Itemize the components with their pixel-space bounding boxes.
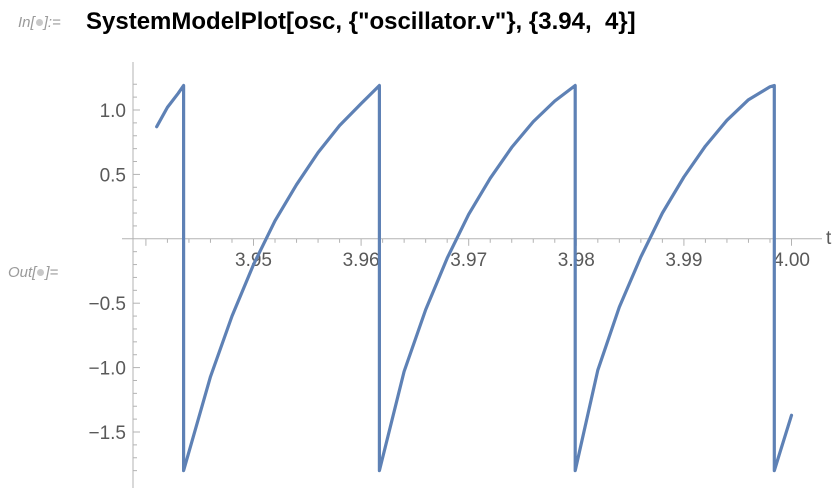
y-tick-label: −0.5 [88, 294, 126, 315]
cell-dot-icon [35, 18, 43, 26]
x-tick-label: 3.95 [235, 250, 272, 271]
y-tick-label: −1.0 [88, 359, 126, 380]
in-suffix: ]:= [43, 14, 61, 31]
y-tick-group: 1.0 0.5 −0.5 −1.0 −1.5 [88, 83, 140, 472]
y-tick-label: 0.5 [100, 165, 126, 186]
input-cell-label: In[ ]:= [18, 14, 61, 31]
out-prefix: Out[ [8, 264, 37, 281]
in-prefix: In[ [18, 14, 35, 31]
x-tick-label: 4.00 [773, 250, 810, 271]
cell-dot-icon [37, 268, 45, 276]
y-tick-label: 1.0 [100, 101, 126, 122]
series-line-oscillator-v [155, 83, 794, 473]
x-tick-label: 3.96 [343, 250, 380, 271]
x-axis-label: t [826, 228, 832, 249]
y-tick-label: −1.5 [88, 423, 126, 444]
input-code[interactable]: SystemModelPlot[osc, {"oscillator.v"}, {… [86, 8, 636, 35]
out-suffix: ]= [45, 264, 59, 281]
output-cell-label: Out[ ]= [8, 264, 58, 281]
x-tick-label: 3.97 [450, 250, 487, 271]
x-tick-label: 3.99 [665, 250, 702, 271]
